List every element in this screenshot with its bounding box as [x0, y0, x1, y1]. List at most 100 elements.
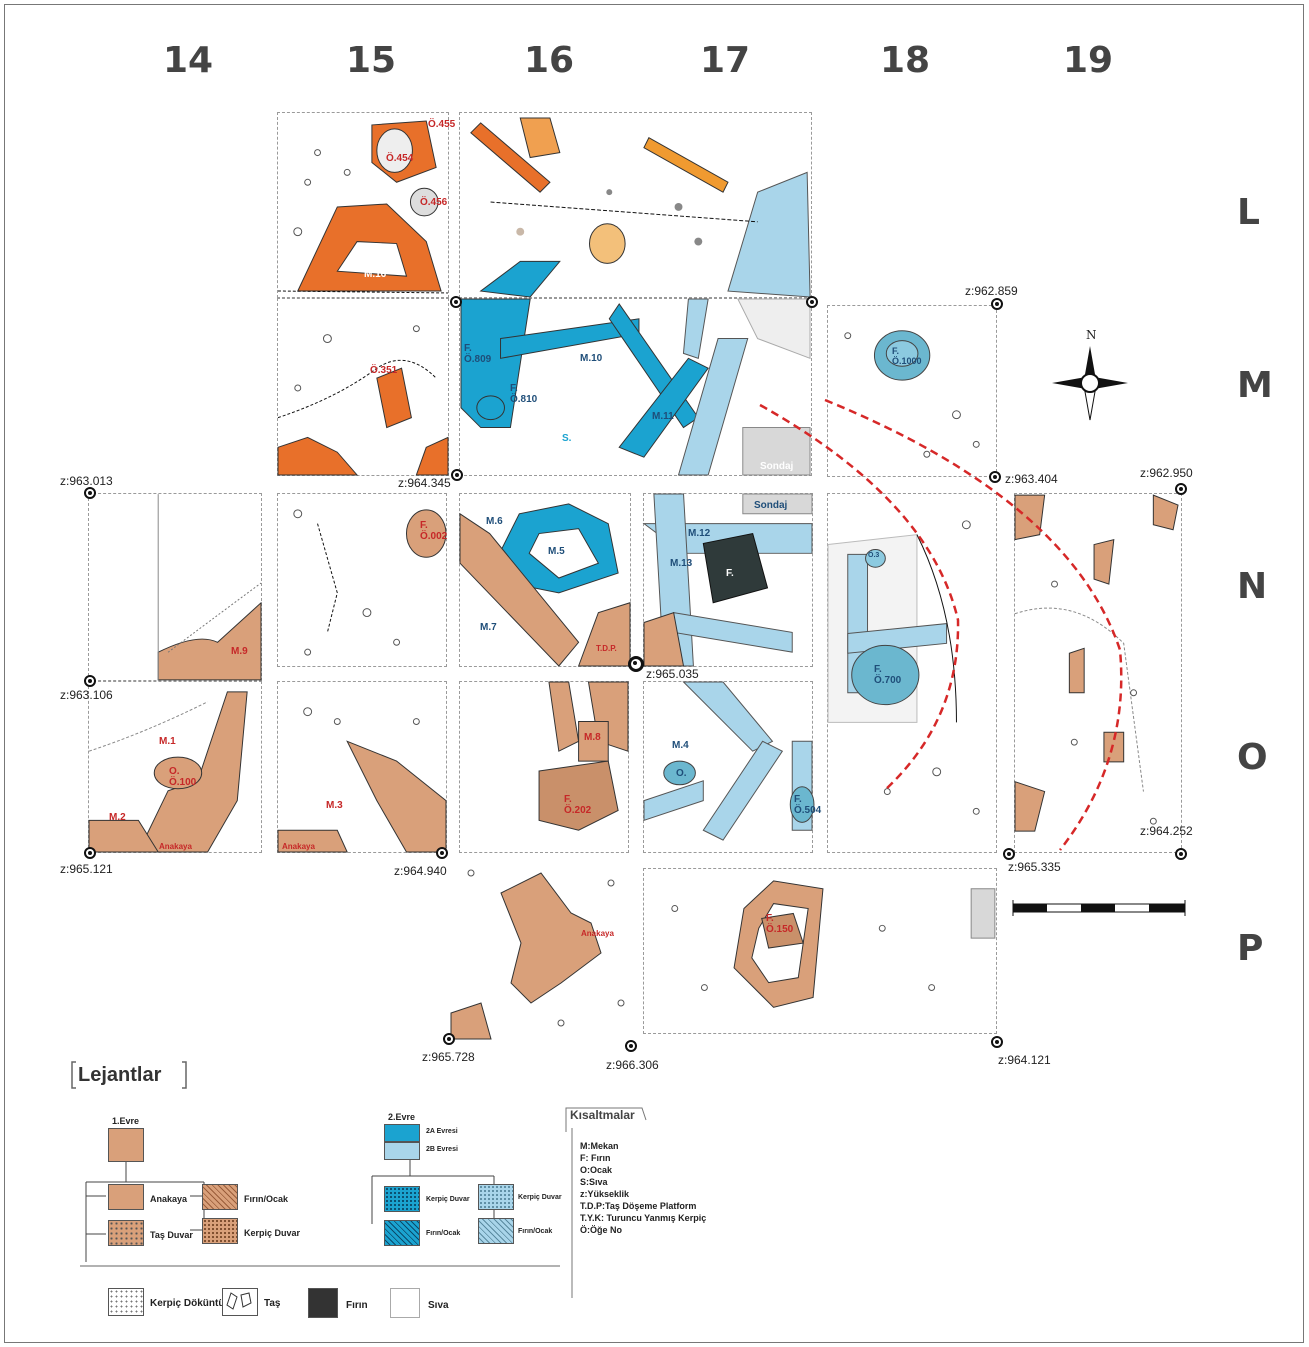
feature-label: Anakaya	[282, 842, 315, 851]
legend-label: Fırın/Ocak	[244, 1194, 289, 1204]
legend-swatch-phase1	[108, 1128, 144, 1162]
elevation-label: z:965.335	[1008, 860, 1061, 874]
legend-label: Taş Duvar	[150, 1230, 193, 1240]
trench-o16: M.8 F. Ö.202	[459, 681, 629, 853]
trench-drawing	[538, 681, 629, 831]
legend-swatch-2b-kerpic	[478, 1184, 514, 1210]
feature-label: M.16	[364, 269, 387, 280]
trench-drawing	[643, 681, 815, 841]
grid-row-label: O	[1237, 737, 1268, 778]
feature-label: Ö.351	[370, 365, 398, 376]
grid-column-label: 19	[1063, 40, 1114, 81]
trench-drawing	[460, 298, 811, 476]
feature-label: M.13	[670, 558, 693, 569]
feature-label: F. Ö.504	[794, 794, 822, 816]
legend-swatch-kerpic-dokuntu	[108, 1288, 144, 1316]
trench-o15: M.3 Anakaya	[277, 681, 447, 853]
feature-label: S.	[562, 433, 572, 444]
scale-bar	[1012, 900, 1186, 916]
trench-drawing	[450, 869, 625, 1040]
abbreviations-title: Kısaltmalar	[570, 1108, 635, 1122]
abbreviation-item: M:Mekan	[580, 1141, 619, 1151]
elevation-label: z:964.121	[998, 1053, 1051, 1067]
trench-drawing	[157, 494, 262, 681]
legend-label: Kerpiç Duvar	[426, 1196, 470, 1203]
feature-label: Anakaya	[581, 929, 614, 938]
grid-column-label: 17	[700, 40, 751, 81]
feature-label: M.5	[548, 546, 565, 557]
elevation-label: z:965.121	[60, 862, 113, 876]
elevation-marker	[989, 471, 1001, 483]
trench-p17-18: F. Ö.150	[643, 868, 997, 1034]
trench-o14: M.1 O. Ö.100 M.2 Anakaya	[88, 681, 262, 853]
trench-m15: Ö.351	[277, 298, 449, 476]
feature-label: M.12	[688, 528, 711, 539]
trench-n17: M.12 M.13 F. Sondaj	[642, 493, 813, 667]
elevation-marker	[436, 847, 448, 859]
map-frame	[4, 4, 1304, 1343]
feature-label: Sondaj	[760, 461, 794, 472]
feature-label: M.11	[652, 411, 674, 422]
trench-p16: Anakaya	[450, 853, 635, 1040]
legend-label: Kerpiç Duvar	[518, 1194, 562, 1201]
trench-drawing	[277, 120, 449, 294]
legend-swatch-firin-ocak	[202, 1184, 238, 1210]
legend-label: Fırın	[346, 1300, 368, 1311]
trench-drawing	[88, 691, 248, 853]
feature-label: M.8	[584, 732, 601, 743]
legend-label: Anakaya	[150, 1194, 188, 1204]
trench-l16-17	[459, 112, 812, 298]
elevation-label: z:963.013	[60, 474, 113, 488]
trench-drawing	[642, 493, 813, 667]
feature-label: M.3	[326, 800, 343, 811]
elevation-marker	[84, 847, 96, 859]
feature-label: T.D.P.	[596, 644, 617, 653]
feature-label: Ö.455	[428, 119, 456, 130]
elevation-label: z:965.035	[646, 667, 699, 681]
elevation-marker	[1175, 848, 1187, 860]
legend-phase1-title: 1.Evre	[112, 1116, 140, 1126]
elevation-label: z:963.106	[60, 688, 113, 702]
feature-label: F. Ö.700	[874, 664, 902, 686]
legend-label: Fırın/Ocak	[518, 1228, 553, 1235]
abbreviation-item: O:Ocak	[580, 1165, 613, 1175]
elevation-label: z:964.345	[398, 476, 451, 490]
legend-tree-lines	[371, 1160, 495, 1224]
feature-label: M.4	[672, 740, 689, 751]
feature-label: Ö.3	[868, 552, 880, 559]
elevation-label: z:965.728	[422, 1050, 475, 1064]
north-label: N	[1086, 328, 1097, 342]
feature-label: F. Ö.202	[564, 794, 592, 816]
elevation-label: z:964.252	[1140, 824, 1193, 838]
feature-label: Ö.454	[386, 153, 414, 164]
grid-row-label: N	[1237, 566, 1268, 607]
feature-label: F. Ö.150	[766, 913, 794, 935]
feature-label: F. Ö.810	[510, 383, 538, 405]
legend-label: Taş	[264, 1298, 281, 1309]
legend-swatch-anakaya	[108, 1184, 144, 1210]
elevation-marker	[450, 296, 462, 308]
legend-label: 2A Evresi	[426, 1128, 458, 1135]
trench-n16: M.6 M.5 M.7 T.D.P.	[459, 493, 631, 667]
legend-label: Fırın/Ocak	[426, 1230, 461, 1237]
trench-drawing	[671, 880, 996, 1008]
feature-label: Ö.456	[420, 197, 448, 208]
trench-m16-17: F. Ö.809 F. Ö.810 M.10 M.11 S. Sondaj	[459, 298, 812, 476]
abbreviation-item: T.Y.K: Turuncu Yanmış Kerpiç	[580, 1213, 707, 1223]
grid-column-label: 16	[524, 40, 575, 81]
elevation-label: z:966.306	[606, 1058, 659, 1072]
feature-label: Anakaya	[159, 842, 192, 851]
elevation-marker	[1175, 483, 1187, 495]
legend-label: Kerpiç Duvar	[244, 1228, 301, 1238]
feature-label: O.	[676, 768, 687, 779]
legend-swatch-2b	[384, 1142, 420, 1160]
elevation-marker	[991, 298, 1003, 310]
trench-n15: F. Ö.002	[277, 493, 447, 667]
elevation-label: z:964.940	[394, 864, 447, 878]
feature-label: M.9	[231, 646, 248, 657]
trench-drawing	[277, 325, 449, 476]
elevation-marker	[991, 1036, 1003, 1048]
elevation-marker	[628, 656, 644, 672]
legend-label: Kerpiç Döküntü	[150, 1298, 225, 1309]
grid-column-label: 14	[163, 40, 214, 81]
